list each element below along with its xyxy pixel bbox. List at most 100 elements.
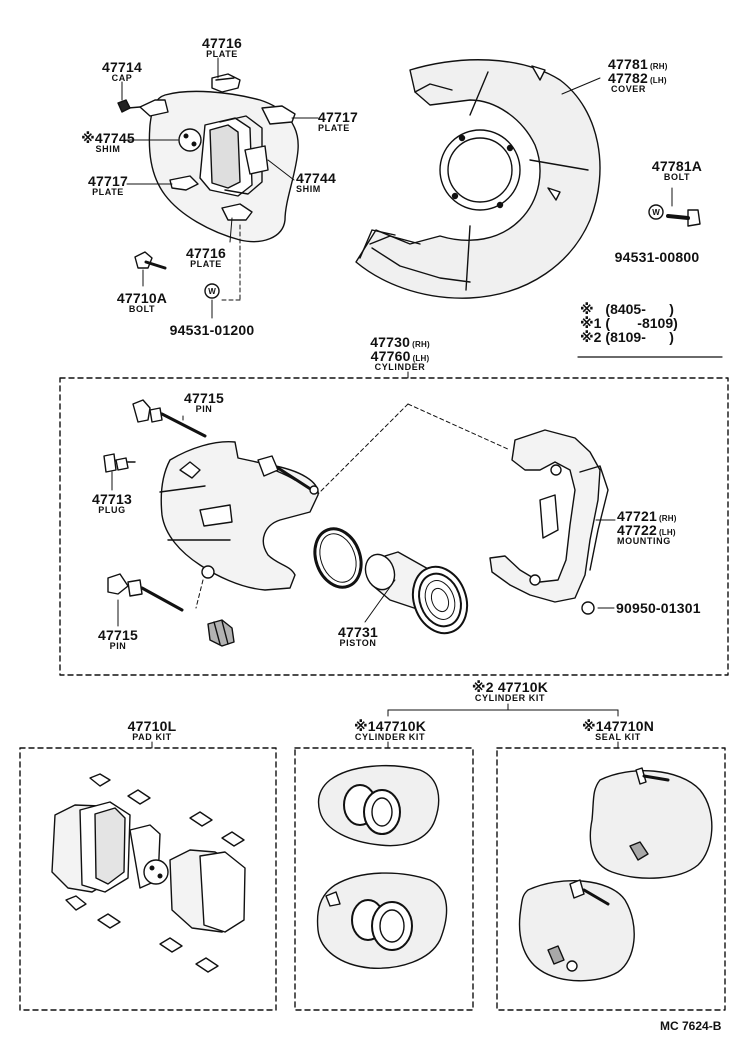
svg-text:W: W (208, 287, 216, 296)
part-number: 47714 (102, 59, 142, 75)
label-47781A: 47781A BOLT (652, 159, 702, 182)
cylinder-kit-box (294, 747, 474, 1011)
part-number: 47710L (127, 718, 177, 734)
label-47731: 47731 PISTON (338, 625, 378, 648)
part-name: PAD KIT (132, 732, 172, 742)
label-47744: 47744 SHIM (296, 171, 336, 194)
label-47710A: 47710A BOLT (117, 291, 167, 314)
pin-47715-upper-illustration (132, 399, 207, 438)
legend-row-1: ※(8405- ) (580, 301, 674, 317)
boot-illustration (207, 619, 235, 647)
part-name: CYLINDER KIT (474, 693, 546, 703)
part-name: CAP (111, 73, 133, 83)
seal-kit-illustration (518, 767, 713, 982)
part-number: 47715 (98, 627, 138, 643)
part-name: PIN (195, 404, 213, 414)
part-name: BOLT (663, 172, 691, 182)
label-47710N: ※147710N SEAL KIT (582, 719, 654, 742)
label-47716-bottom: 47716 PLATE (186, 246, 226, 269)
svg-text:W: W (652, 208, 660, 217)
label-47715-bottom: 47715 PIN (98, 628, 138, 651)
plug-47713-illustration (103, 453, 136, 473)
part-number-rh: 47781(RH) (608, 56, 668, 72)
part-number-lh: 47760(LH) (370, 348, 430, 364)
label-47715-top: 47715 PIN (184, 391, 224, 414)
label-47781: 47781(RH) 47782(LH) COVER (608, 57, 668, 94)
legend-row-2: ※1( -8109) (580, 315, 678, 331)
part-name: COVER (611, 84, 647, 94)
bolt-47781A-illustration: W (648, 204, 701, 227)
seal-ring-illustration (313, 527, 363, 589)
part-number: ※147710K (353, 718, 427, 734)
leader-lines-cover (561, 77, 673, 207)
part-name: PLUG (98, 505, 126, 515)
part-number: 47716 (202, 35, 242, 51)
part-number-rh: 47730(RH) (370, 334, 430, 350)
part-number: 90950-01301 (616, 600, 701, 616)
leader-lines-pad (121, 57, 319, 319)
part-name: CYLINDER (374, 362, 426, 372)
part-number: ※147710N (581, 718, 655, 734)
date-legend: ※(8405- ) ※1( -8109) ※2(8109- ) (578, 302, 680, 344)
pad-kit-illustration (51, 773, 246, 973)
label-47716-top: 47716 PLATE (202, 36, 242, 59)
part-name: PLATE (206, 49, 238, 59)
pad-assembly-illustration: W (117, 73, 299, 299)
part-number-lh: 47782(LH) (608, 70, 667, 86)
part-name: CYLINDER KIT (354, 732, 426, 742)
pin-47715-lower-illustration (107, 573, 184, 612)
dust-cover-illustration (355, 59, 601, 299)
label-47717-right: 47717 PLATE (318, 110, 358, 133)
part-name: BOLT (128, 304, 156, 314)
label-47714: 47714 CAP (102, 60, 142, 83)
seal-kit-box (496, 747, 726, 1011)
part-name: SHIM (296, 184, 321, 194)
label-94531-00800: 94531-00800 (615, 250, 700, 264)
bleeder-bolt-illustration (257, 455, 319, 495)
diagram-code: MC 7624-B (660, 1019, 722, 1033)
part-number: 94531-00800 (614, 249, 700, 265)
label-47730: 47730(RH) 47760(LH) CYLINDER (370, 335, 430, 372)
label-47717-left: 47717 PLATE (88, 174, 128, 197)
label-47745: ※47745 SHIM (81, 131, 135, 154)
part-name: PLATE (318, 123, 350, 133)
part-number: 47716 (186, 245, 226, 261)
part-number: 47731 (338, 624, 378, 640)
label-47710K-1: ※147710K CYLINDER KIT (354, 719, 426, 742)
label-47713: 47713 PLUG (92, 492, 132, 515)
leader-lines-cylinder (111, 415, 616, 627)
part-number: 47710A (116, 290, 168, 306)
caliper-illustration (159, 440, 319, 609)
kit-connector-lines (387, 703, 619, 717)
part-number: 47744 (296, 170, 336, 186)
mounting-bracket-illustration (317, 403, 609, 615)
cylinder-assembly-box (59, 377, 729, 676)
part-number-rh: 47721(RH) (617, 508, 677, 524)
part-number: ※47745 (81, 130, 135, 146)
part-number: ※2 47710K (471, 679, 549, 695)
part-name: SHIM (95, 144, 121, 154)
label-94531-01200: 94531-01200 (170, 323, 255, 337)
label-47721: 47721(RH) 47722(LH) MOUNTING (617, 509, 677, 546)
label-47710L: 47710L PAD KIT (128, 719, 177, 742)
cylinder-kit-illustration (316, 765, 448, 969)
label-90950-01301: 90950-01301 (616, 601, 701, 615)
part-number-lh: 47722(LH) (617, 522, 676, 538)
part-number: 47717 (88, 173, 128, 189)
pad-kit-box (19, 747, 277, 1011)
part-number: 47715 (184, 390, 224, 406)
part-number: 47781A (651, 158, 703, 174)
part-number: 94531-01200 (169, 322, 255, 338)
part-number: 47713 (92, 491, 132, 507)
piston-illustration (364, 551, 469, 635)
part-name: MOUNTING (617, 536, 671, 546)
part-name: SEAL KIT (595, 732, 641, 742)
part-name: PLATE (92, 187, 124, 197)
part-number: 47717 (318, 109, 358, 125)
part-name: PISTON (339, 638, 377, 648)
part-name: PLATE (190, 259, 222, 269)
part-name: PIN (109, 641, 127, 651)
legend-row-3: ※2(8109- ) (580, 329, 674, 345)
label-47710K-main: ※2 47710K CYLINDER KIT (472, 680, 548, 703)
